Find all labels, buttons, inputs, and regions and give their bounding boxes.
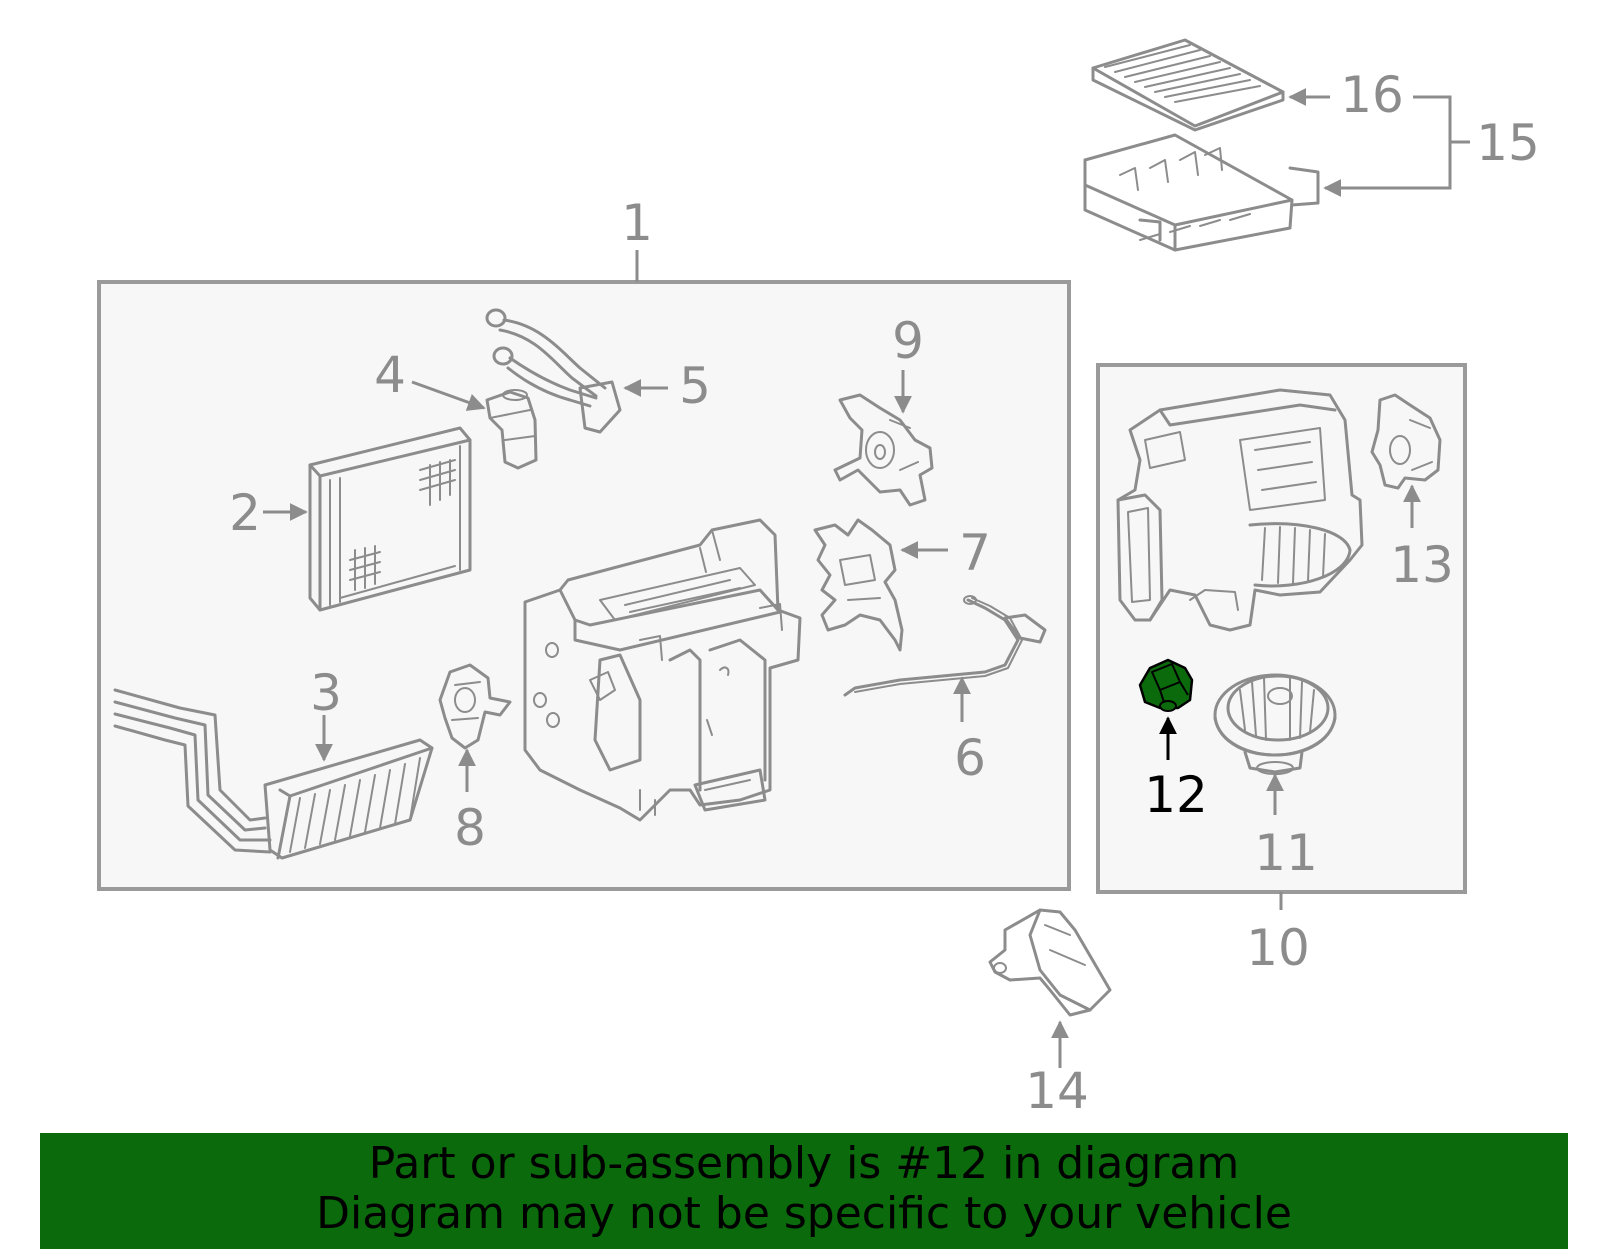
- part-3-heater-core: [113, 688, 434, 860]
- callout-2: 2: [229, 484, 261, 542]
- part-8-servo: [438, 663, 512, 750]
- info-banner: Part or sub-assembly is #12 in diagram D…: [40, 1133, 1568, 1249]
- assembly-box-10: [1096, 363, 1467, 894]
- banner-line-1: Part or sub-assembly is #12 in diagram: [368, 1138, 1240, 1189]
- part-15-filter-tray: [1083, 133, 1320, 252]
- callout-1: 1: [621, 194, 653, 252]
- callout-14: 14: [1025, 1062, 1089, 1120]
- callout-8: 8: [454, 799, 486, 857]
- part-6-sensor: [843, 595, 1047, 697]
- part-13-actuator: [1370, 393, 1442, 490]
- callout-16: 16: [1340, 66, 1404, 124]
- banner-line-2: Diagram may not be specific to your vehi…: [316, 1188, 1292, 1239]
- callout-11: 11: [1254, 824, 1318, 882]
- part-14-actuator: [988, 908, 1112, 1017]
- callout-9: 9: [892, 312, 924, 370]
- part-10-blower-housing: [1116, 388, 1364, 632]
- part-4-expansion-valve: [485, 389, 538, 470]
- callout-6: 6: [954, 729, 986, 787]
- part-5-tube-assembly: [485, 308, 622, 434]
- callout-13: 13: [1390, 536, 1454, 594]
- part-7-servo: [813, 518, 904, 652]
- part-11-blower-motor: [1213, 673, 1337, 775]
- part-16-filter-element: [1091, 38, 1285, 132]
- part-1-hvac-housing: [523, 518, 802, 822]
- callout-3: 3: [310, 664, 342, 722]
- callout-15: 15: [1476, 114, 1540, 172]
- part-2-evaporator: [308, 426, 472, 612]
- callout-12: 12: [1144, 766, 1208, 824]
- callout-4: 4: [374, 346, 406, 404]
- callout-7: 7: [959, 524, 991, 582]
- assembly-box-1: [97, 280, 1071, 891]
- part-9-servo: [833, 393, 934, 507]
- callout-5: 5: [679, 357, 711, 415]
- part-12-blower-resistor: [1138, 658, 1194, 712]
- leader-4: [411, 380, 486, 411]
- callout-10: 10: [1246, 919, 1310, 977]
